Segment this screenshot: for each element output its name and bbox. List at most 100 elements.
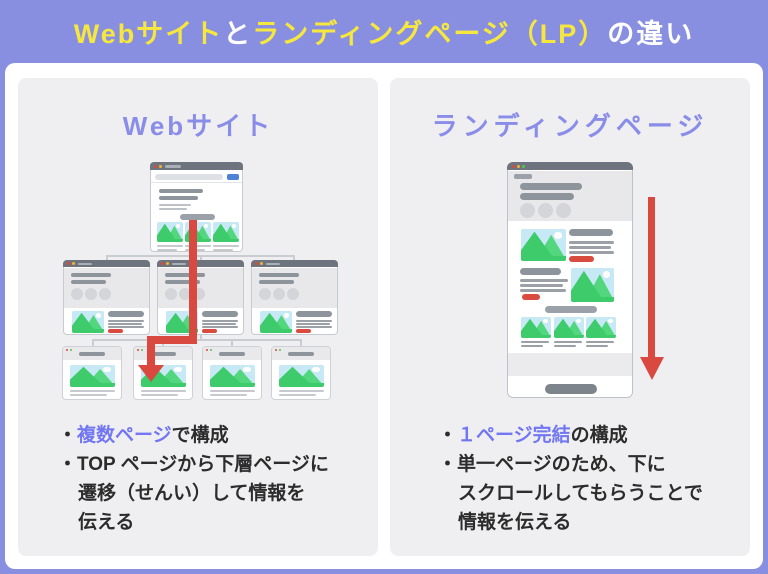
text-placeholder	[520, 268, 561, 275]
window-dot-green-icon	[69, 349, 72, 351]
bullet-text: 単一ページのため、下に	[457, 454, 666, 475]
title-segment-difference: の違い	[607, 19, 695, 49]
bullet-item: ・単一ページのため、下に	[438, 450, 703, 479]
text-placeholder	[521, 341, 549, 343]
connector-line	[231, 339, 233, 347]
title-segment-websites: Webサイト	[73, 19, 224, 49]
connector-line	[293, 255, 295, 261]
window-title-placeholder	[150, 351, 176, 356]
text-placeholder	[586, 341, 614, 343]
window-title-placeholder	[266, 262, 280, 265]
title-banner: Webサイトとランディングページ（LP）の違い	[0, 0, 768, 63]
window-titlebar	[63, 260, 150, 267]
window-dot-red-icon	[67, 262, 70, 265]
text-placeholder	[185, 245, 211, 247]
window-dot-green-icon	[278, 349, 281, 351]
arrowhead-down-icon	[138, 365, 164, 382]
title-segment-lp: ランディングページ（LP）	[252, 19, 608, 49]
avatar-placeholder	[71, 288, 83, 300]
window-dot-green-icon	[209, 349, 212, 351]
bullet-text: の構成	[570, 425, 628, 446]
mountain-sun-image-icon	[72, 311, 104, 333]
avatar-placeholder	[179, 288, 191, 300]
avatar-placeholder	[520, 203, 535, 218]
text-placeholder	[520, 193, 574, 200]
window-dot-red-icon	[255, 262, 258, 265]
browser-window-mid	[63, 260, 150, 335]
bent-down-arrow-icon	[147, 336, 197, 344]
window-dot-green-icon	[140, 349, 143, 351]
red-button-placeholder	[569, 256, 594, 262]
window-titlebar	[150, 162, 243, 170]
text-placeholder	[202, 326, 238, 328]
window-title-placeholder	[219, 351, 245, 356]
window-dot-yellow-icon	[517, 164, 520, 168]
text-placeholder	[71, 280, 106, 284]
window-title-placeholder	[288, 351, 314, 356]
search-bar-placeholder	[155, 174, 223, 180]
bullet-text: スクロールしてもらうことで	[458, 483, 703, 504]
bullet-item-continuation: 伝える	[58, 508, 329, 537]
bullet-text: 遷移（せんい）して情報を	[78, 483, 306, 504]
bullet-item-continuation: 情報を伝える	[438, 508, 703, 537]
text-placeholder	[141, 390, 186, 392]
bullet-highlight: １ページ完結	[457, 425, 571, 446]
title-segment-and: と	[223, 19, 253, 49]
bullet-text: で構成	[171, 425, 229, 446]
text-placeholder	[210, 394, 247, 396]
red-button-placeholder	[522, 294, 540, 300]
red-button-placeholder	[296, 329, 311, 333]
window-dot-red-icon	[161, 262, 164, 265]
mountain-sun-image-icon	[521, 317, 551, 338]
bent-down-arrow-icon	[189, 220, 197, 344]
text-placeholder	[520, 284, 563, 287]
page-title: Webサイトとランディングページ（LP）の違い	[74, 12, 695, 51]
landing-page-panel: ランディングページ	[390, 78, 750, 556]
mountain-sun-image-icon	[157, 222, 183, 242]
text-placeholder	[296, 311, 332, 317]
window-titlebar	[507, 162, 633, 170]
connector-line	[200, 255, 202, 261]
text-placeholder	[554, 341, 582, 343]
text-placeholder	[259, 280, 294, 284]
button-placeholder	[180, 214, 215, 220]
connector-line	[200, 334, 202, 340]
bullet-item-continuation: 遷移（せんい）して情報を	[58, 479, 329, 508]
text-placeholder	[157, 249, 177, 251]
connector-line	[106, 255, 108, 261]
website-panel-heading: Webサイト	[122, 111, 274, 141]
text-placeholder	[202, 311, 238, 317]
text-placeholder	[569, 251, 614, 254]
window-title-placeholder	[78, 262, 92, 265]
text-placeholder	[279, 394, 316, 396]
text-placeholder	[210, 390, 255, 392]
mountain-sun-image-icon	[213, 222, 239, 242]
text-placeholder	[569, 241, 614, 244]
bullet-text: TOP ページから下層ページに	[77, 454, 329, 475]
browser-window-mid	[251, 260, 338, 335]
text-placeholder	[520, 183, 582, 190]
text-placeholder	[159, 204, 191, 206]
red-button-placeholder	[108, 329, 123, 333]
text-placeholder	[296, 326, 332, 328]
content-card: Webサイト	[5, 63, 763, 569]
text-placeholder	[70, 390, 115, 392]
text-placeholder	[108, 311, 144, 317]
bullet-highlight: 複数ページ	[77, 425, 172, 446]
text-placeholder	[108, 323, 142, 325]
window-dot-yellow-icon	[72, 262, 75, 265]
bullet-text: 情報を伝える	[458, 512, 572, 533]
text-placeholder	[213, 245, 239, 247]
window-dot-yellow-icon	[166, 262, 169, 265]
bullet-text: 伝える	[78, 512, 135, 533]
mountain-sun-image-icon	[521, 229, 566, 261]
landing-page-mockup	[507, 162, 633, 398]
bullet-item: ・１ページ完結の構成	[438, 421, 703, 450]
avatar-placeholder	[273, 288, 285, 300]
window-title-placeholder	[172, 262, 186, 265]
window-dot-yellow-icon	[260, 262, 263, 265]
avatar-placeholder	[165, 288, 177, 300]
window-dot-red-icon	[154, 164, 157, 168]
bullet-item: ・TOP ページから下層ページに	[58, 450, 329, 479]
